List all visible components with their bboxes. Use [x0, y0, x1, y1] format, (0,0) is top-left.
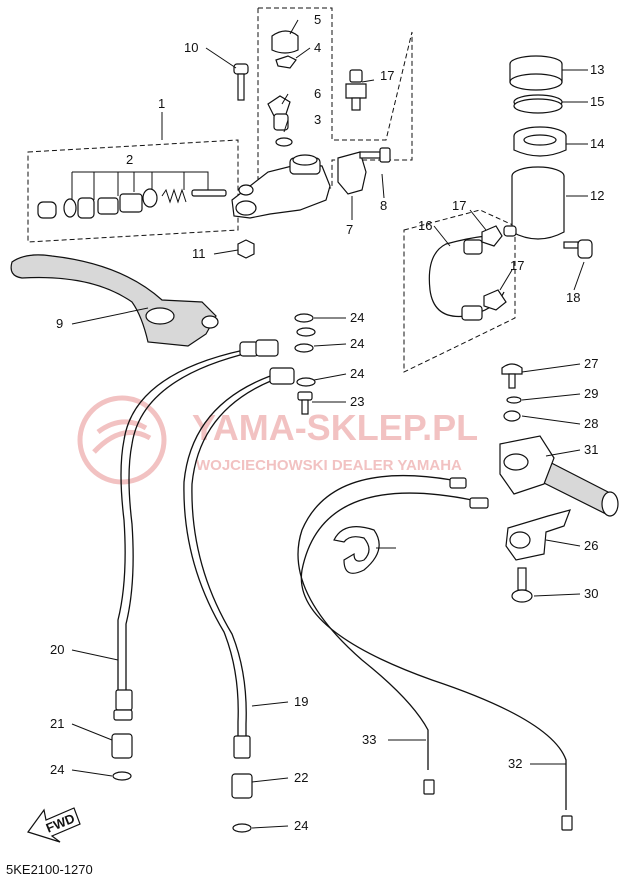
- callout-24-d: 24: [50, 762, 64, 777]
- callout-19: 18: [566, 290, 580, 305]
- cap-5: [271, 30, 299, 54]
- watermark: YAMA-SKLEP.PL WOJCIECHOWSKI DEALER YAMAH…: [77, 395, 478, 485]
- callout-4: 4: [314, 40, 321, 55]
- callout-11: 11: [192, 246, 206, 261]
- callout-7: 7: [346, 222, 353, 237]
- callout-21: 20: [50, 642, 64, 657]
- callout-27: 28: [584, 416, 598, 431]
- callout-13: 13: [590, 62, 604, 77]
- callout-24-e: 24: [294, 818, 308, 833]
- clip-4: [275, 55, 297, 69]
- callout-32: 33: [362, 732, 376, 747]
- callout-labels: 5 4 6 3 10 1 2 17 8 7 11 9 13 15 14 12 1…: [50, 12, 604, 833]
- callout-22-right: 22: [294, 770, 308, 785]
- washer-27: [503, 410, 521, 422]
- callout-20: 19: [294, 694, 308, 709]
- callout-31: 32: [508, 756, 522, 771]
- bolt-8: [359, 147, 391, 163]
- diagram-code: 5KE2100-1270: [6, 862, 93, 877]
- clip-17-lower: [483, 289, 507, 311]
- callout-24-c: 24: [350, 366, 364, 381]
- callout-10: 10: [184, 40, 198, 55]
- callout-1: 1: [158, 96, 165, 111]
- callout-17-lower: 17: [510, 258, 524, 273]
- callout-3: 3: [314, 112, 321, 127]
- callout-18: 17: [380, 68, 394, 83]
- diaphragm-15: [513, 94, 563, 114]
- clamp-33: [333, 526, 380, 574]
- callout-29: 30: [584, 586, 598, 601]
- callout-14: 14: [590, 136, 604, 151]
- callout-15: 15: [590, 94, 604, 109]
- callout-16: 16: [418, 218, 432, 233]
- clip-17-upper: [481, 225, 503, 247]
- switch-6: [267, 95, 291, 131]
- group-reservoir-outline: [403, 209, 516, 373]
- washers-column: [294, 313, 316, 415]
- brake-lever: [10, 254, 219, 347]
- screw-19: [563, 239, 593, 259]
- callout-22-left: 21: [50, 716, 64, 731]
- banjo-22-left: [111, 733, 133, 781]
- master-cylinder-body: [231, 154, 331, 219]
- callout-9: 9: [56, 316, 63, 331]
- brake-hose-21: [113, 339, 279, 721]
- banjo-22-right: [231, 773, 253, 833]
- throttle-cable-32: [297, 474, 467, 795]
- reservoir-cap-13: [509, 55, 563, 91]
- callout-30: 31: [584, 442, 598, 457]
- callout-23: 23: [350, 394, 364, 409]
- callout-2: 2: [126, 152, 133, 167]
- callout-28: 29: [584, 386, 598, 401]
- watermark-subtitle: WOJCIECHOWSKI DEALER YAMAHA: [196, 457, 462, 474]
- callout-5: 5: [314, 12, 321, 27]
- callout-leaders: [71, 19, 588, 829]
- throttle-cable-31: [300, 492, 573, 831]
- washer-28: [506, 396, 522, 404]
- callout-25: 26: [584, 538, 598, 553]
- bolt-10: [233, 63, 249, 101]
- watermark-title: YAMA-SKLEP.PL: [192, 407, 478, 448]
- union-bolt-18: [345, 69, 367, 111]
- watermark-logo-swoosh-icon: [92, 419, 152, 454]
- reservoir-tank-12: [503, 166, 565, 240]
- screw-29: [511, 567, 533, 603]
- nut-11: [237, 239, 255, 259]
- callout-6: 6: [314, 86, 321, 101]
- callout-24-b: 24: [350, 336, 364, 351]
- callout-26: 27: [584, 356, 598, 371]
- watermark-logo-icon: [77, 395, 167, 485]
- piston-kit: [37, 188, 227, 219]
- throttle-grip: [499, 435, 619, 517]
- o-ring-3: [275, 137, 293, 147]
- group-master-cylinder-outline: [27, 139, 239, 243]
- screw-26: [501, 363, 523, 389]
- callout-17-upper: 17: [452, 198, 466, 213]
- fwd-arrow-icon: FWD: [27, 807, 81, 843]
- callout-24-a: 24: [350, 310, 364, 325]
- throttle-housing-25: [505, 509, 571, 561]
- callout-8: 8: [380, 198, 387, 213]
- diaphragm-plate-14: [513, 126, 567, 157]
- callout-12: 12: [590, 188, 604, 203]
- brake-hose-20: [183, 367, 295, 759]
